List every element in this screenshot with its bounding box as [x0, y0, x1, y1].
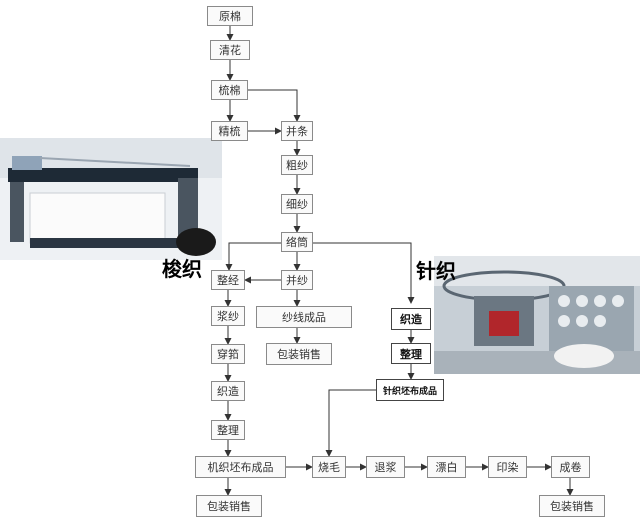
step-yarn-product: 纱线成品 [256, 306, 352, 328]
step-desizing: 退浆 [366, 456, 405, 478]
knitting-machine-photo [434, 256, 640, 374]
step-printing: 印染 [488, 456, 527, 478]
step-singeing: 烧毛 [312, 456, 346, 478]
step-drawing: 并条 [281, 121, 313, 141]
knit-label: 针织 [416, 259, 456, 283]
step-grey-pack: 包装销售 [196, 495, 262, 517]
step-spinning: 细纱 [281, 194, 313, 214]
step-doubling: 并纱 [281, 270, 313, 290]
step-warping: 整经 [211, 270, 245, 290]
step-roving: 粗纱 [281, 155, 313, 175]
step-knit-weaving: 织造 [391, 308, 431, 330]
step-bleaching: 漂白 [427, 456, 466, 478]
step-final-pack: 包装销售 [539, 495, 605, 517]
step-combing: 精梳 [211, 121, 248, 141]
loom-photo [0, 138, 222, 260]
step-carding: 梳棉 [211, 80, 248, 100]
step-rolling: 成卷 [551, 456, 590, 478]
step-raw-cotton: 原棉 [207, 6, 253, 26]
step-drawing-in: 穿筘 [211, 344, 245, 364]
step-knit-finishing: 整理 [391, 343, 431, 364]
step-opening: 清花 [210, 40, 250, 60]
step-sizing: 浆纱 [211, 306, 245, 326]
step-grey-fabric: 机织坯布成品 [195, 456, 286, 478]
woven-label: 梭织 [162, 257, 202, 281]
step-yarn-pack: 包装销售 [266, 343, 332, 365]
step-knit-grey-fabric: 针织坯布成品 [376, 379, 444, 401]
step-weaving: 织造 [211, 381, 245, 401]
step-winding: 络筒 [281, 232, 313, 252]
step-finishing: 整理 [211, 420, 245, 440]
